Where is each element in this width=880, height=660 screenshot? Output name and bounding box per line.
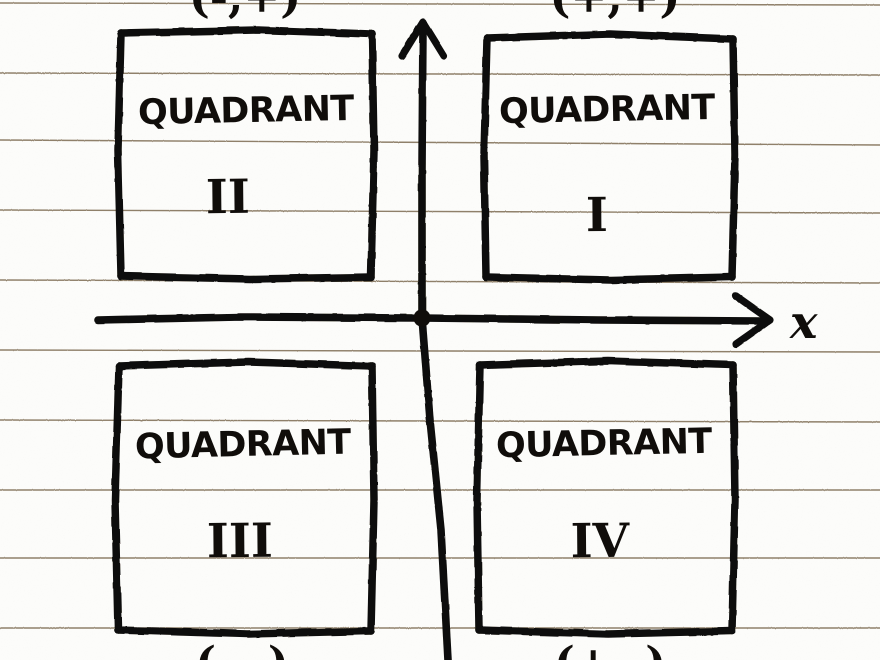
top-right-signs: (+,+): [550, 0, 681, 23]
rule-line: [0, 279, 880, 284]
quadrant-4-box: [473, 357, 739, 638]
y-axis-label: y: [436, 639, 469, 660]
quadrant-2-box: [114, 26, 378, 283]
y-axis-line: [418, 20, 452, 660]
quadrant-labels: QUADRANT II QUADRANT I QUADRANT III QUAD…: [134, 88, 715, 569]
rule-line: [0, 2, 880, 6]
quadrant-3-box: [111, 358, 378, 638]
quadrant-2-numeral: II: [206, 170, 251, 225]
quadrant-1-numeral: I: [586, 188, 608, 243]
x-axis-line: [94, 313, 769, 325]
quadrant-1-word: QUADRANT: [499, 88, 716, 132]
quadrant-1-box: [480, 30, 739, 284]
quadrant-boxes: [111, 26, 739, 638]
y-axis-arrowhead: [398, 18, 448, 60]
bottom-right-signs: (+,-): [554, 638, 666, 660]
quadrant-4-numeral: IV: [570, 514, 630, 570]
top-left-signs: (-,+): [189, 0, 301, 23]
quadrant-3-numeral: III: [207, 514, 273, 570]
x-axis-label: x: [789, 295, 818, 349]
origin-dot: [413, 309, 431, 327]
rule-line: [0, 349, 880, 353]
x-axis-arrowhead: [732, 292, 774, 348]
edge-sign-labels: (-,+) (+,+) (-,-) (+,-) y: [189, 0, 680, 660]
bottom-left-signs: (-,-): [195, 638, 288, 660]
quadrant-3-word: QUADRANT: [134, 423, 351, 468]
quadrant-2-word: QUADRANT: [138, 89, 355, 133]
quadrant-4-word: QUADRANT: [496, 422, 713, 467]
